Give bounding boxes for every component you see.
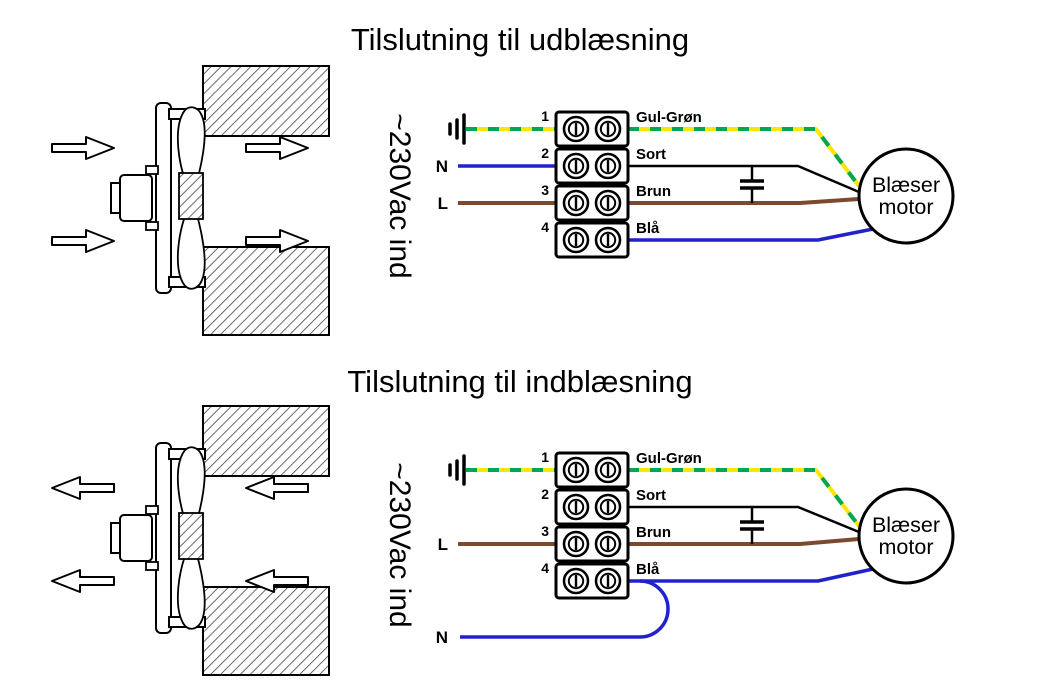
wire-blaa-bottom <box>460 567 874 639</box>
line-label-bottom: L <box>438 535 448 554</box>
wire-color-label: Brun <box>636 524 671 541</box>
fan-illustration-top <box>51 65 330 336</box>
terminal-2 <box>556 490 628 524</box>
capacitor-bottom <box>740 507 764 544</box>
neutral-label-top: N <box>436 157 448 176</box>
wire-sort-top <box>628 164 860 194</box>
terminal-4 <box>556 564 628 598</box>
fan-illustration-bottom <box>51 405 330 676</box>
airflow-arrow <box>245 136 309 160</box>
motor-label-line1: Blæser <box>872 173 940 197</box>
motor-label-line1: Blæser <box>872 513 940 537</box>
neutral-label-bottom: N <box>436 628 448 647</box>
wire-color-label: Blå <box>636 561 660 578</box>
section-title-bottom: Tilslutning til indblæsning <box>347 364 692 399</box>
capacitor-top <box>740 166 764 203</box>
terminal-number: 2 <box>541 145 549 161</box>
airflow-arrow <box>51 569 115 593</box>
terminal-2 <box>556 149 628 183</box>
wire-color-label: Gul-Grøn <box>636 450 702 467</box>
terminal-number: 4 <box>541 560 549 576</box>
terminal-number: 3 <box>541 523 549 539</box>
wire-color-label: Sort <box>636 146 666 163</box>
terminal-number: 3 <box>541 182 549 198</box>
terminal-1 <box>556 453 628 487</box>
voltage-label-bottom: ~230Vac ind <box>383 462 416 627</box>
motor-bottom: Blæser motor <box>857 487 955 585</box>
terminal-3 <box>556 186 628 220</box>
voltage-label-top: ~230Vac ind <box>383 113 416 278</box>
terminal-block-bottom <box>556 453 628 598</box>
motor-top: Blæser motor <box>857 147 955 245</box>
terminal-3 <box>556 527 628 561</box>
terminal-number: 4 <box>541 219 549 235</box>
terminal-number: 1 <box>541 108 549 124</box>
terminal-number: 1 <box>541 449 549 465</box>
wire-brun-bottom <box>458 537 860 546</box>
terminal-4 <box>556 223 628 257</box>
earth-icon-top <box>448 113 466 145</box>
neutral-loop-wire <box>460 579 670 639</box>
wire-color-label: Sort <box>636 487 666 504</box>
wire-color-label: Blå <box>636 220 660 237</box>
airflow-arrow <box>245 476 309 500</box>
terminal-number: 2 <box>541 486 549 502</box>
airflow-arrow <box>51 229 115 253</box>
wire-gulgron-top <box>466 127 861 188</box>
wire-blaa-top <box>458 164 874 242</box>
motor-label-line2: motor <box>879 535 934 559</box>
wire-gulgron-bottom <box>466 468 861 528</box>
terminal-1 <box>556 112 628 146</box>
wire-brun-top <box>458 197 860 205</box>
wire-color-label: Gul-Grøn <box>636 109 702 126</box>
terminal-block-top <box>556 112 628 257</box>
section-title-top: Tilslutning til udblæsning <box>351 22 689 57</box>
airflow-arrow <box>51 476 115 500</box>
line-label-top: L <box>438 194 448 213</box>
wire-sort-bottom <box>628 505 860 534</box>
earth-icon-bottom <box>448 454 466 486</box>
motor-label-line2: motor <box>879 195 934 219</box>
airflow-arrow <box>51 136 115 160</box>
wire-color-label: Brun <box>636 183 671 200</box>
